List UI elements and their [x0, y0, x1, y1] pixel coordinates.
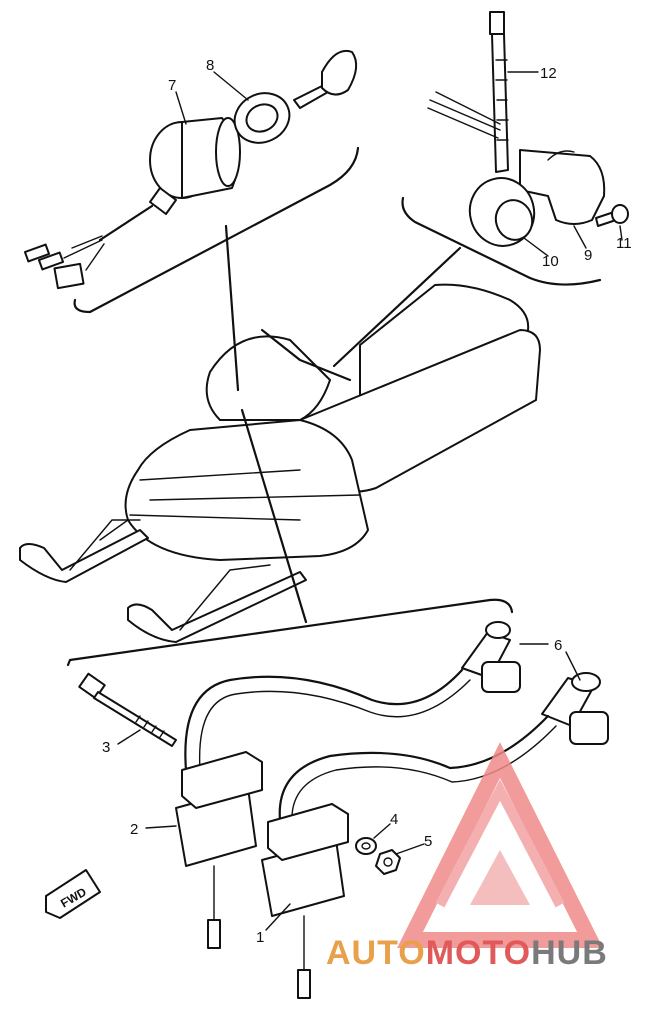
- ignition-coil-lower: [261, 803, 349, 999]
- watermark-logo: [397, 742, 603, 948]
- bottom-group-bracket: [66, 598, 514, 667]
- snowmobile-body: [19, 283, 541, 643]
- watermark-auto: AUTO: [326, 934, 426, 972]
- callout-line-8: [213, 71, 249, 101]
- part-label-8: 8: [206, 57, 214, 74]
- watermark-moto: MOTO: [426, 934, 531, 972]
- part-label-5: 5: [424, 833, 432, 850]
- spark-plug-cap-2: [541, 672, 609, 745]
- switch-ring-nut: [233, 92, 291, 144]
- part-label-9: 9: [584, 247, 592, 264]
- key-switch-body: [23, 117, 241, 290]
- callout-line-11: [619, 225, 623, 241]
- callout-line-10: [523, 237, 549, 257]
- top-left-group-bracket: [73, 146, 360, 314]
- callout-line-2: [145, 825, 177, 829]
- part-label-11: 11: [616, 235, 632, 252]
- kill-switch-strap: [427, 11, 509, 173]
- part-label-6: 6: [554, 637, 562, 654]
- high-tension-lead-1: [184, 668, 464, 772]
- top-right-group-bracket: [401, 196, 602, 286]
- part-label-7: 7: [168, 77, 176, 94]
- part-label-2: 2: [130, 821, 138, 838]
- callout-line-3: [117, 729, 141, 745]
- mounting-screw: [595, 204, 629, 227]
- fwd-direction-marker: FWD: [45, 869, 101, 919]
- part-label-1: 1: [256, 929, 264, 946]
- switch-housing: [519, 149, 606, 225]
- part-label-10: 10: [542, 253, 559, 270]
- washer: [355, 837, 377, 855]
- high-tension-lead-1-inner: [198, 679, 471, 771]
- callout-line-4: [373, 823, 391, 839]
- leader-ignition-coils: [240, 408, 308, 624]
- ignition-key: [293, 50, 358, 109]
- callout-line-7: [175, 91, 187, 125]
- watermark-text: AUTOMOTOHUB: [326, 934, 608, 972]
- part-label-12: 12: [540, 65, 557, 82]
- callout-line-6b: [565, 651, 581, 681]
- ignition-coil-upper: [175, 751, 263, 949]
- spark-plug-cap-1: [461, 621, 521, 693]
- part-label-4: 4: [390, 811, 398, 828]
- coil-mounting-bolt: [78, 672, 177, 747]
- callout-line-5: [395, 843, 425, 855]
- callout-line-9: [573, 225, 587, 249]
- callout-line-1: [265, 903, 291, 931]
- grip-sleeve: [468, 177, 536, 247]
- part-label-3: 3: [102, 739, 110, 756]
- nut: [375, 849, 401, 875]
- leader-kill-switch: [332, 246, 462, 368]
- watermark-hub: HUB: [531, 934, 608, 972]
- leader-key-switch: [224, 224, 240, 392]
